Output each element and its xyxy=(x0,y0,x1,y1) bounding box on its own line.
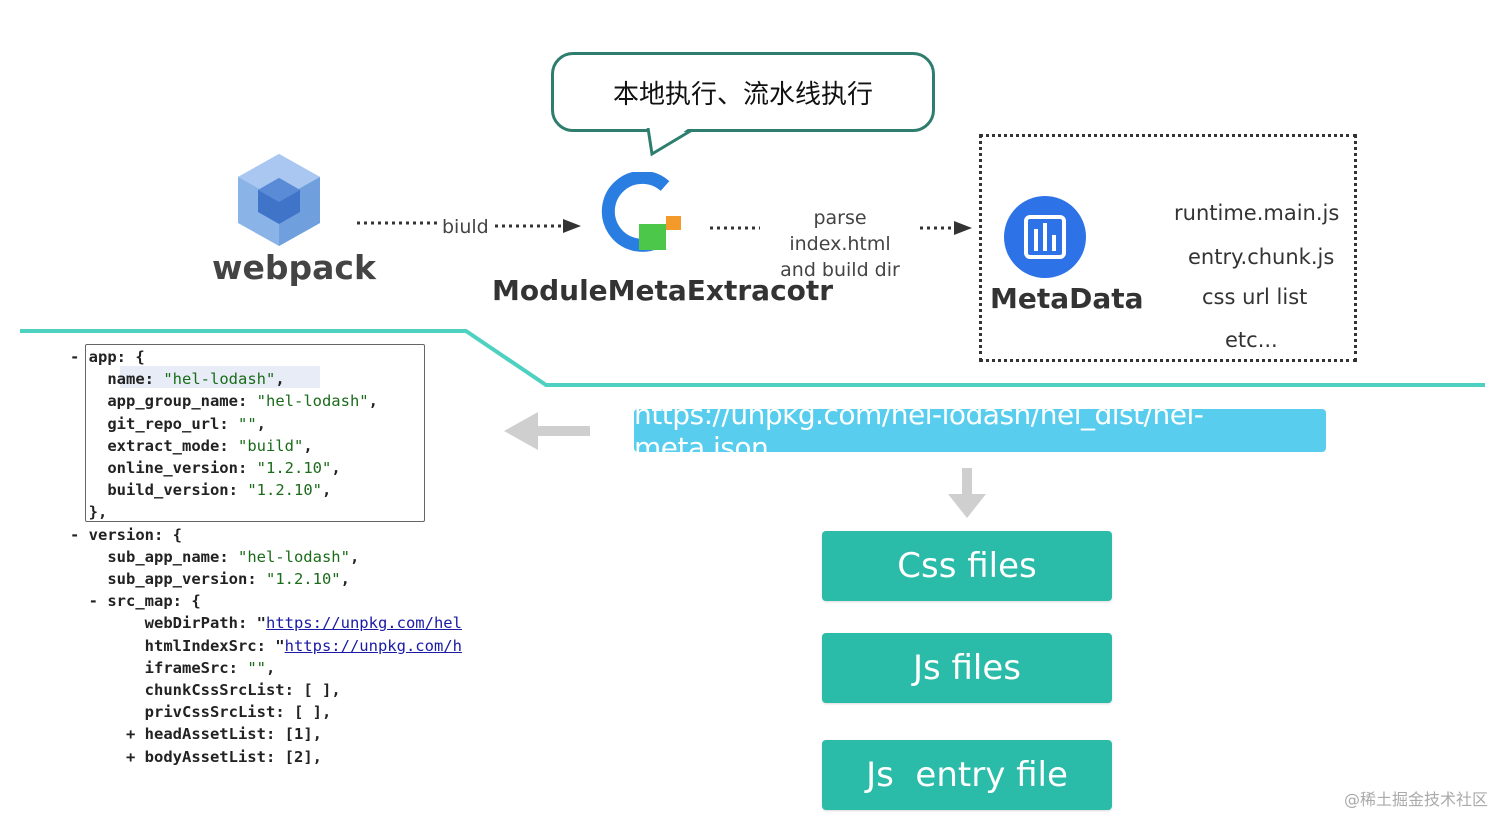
webpack-cube-icon xyxy=(238,154,320,246)
js-entry-file-button[interactable]: Js entry file xyxy=(822,740,1112,810)
code-clip xyxy=(500,600,512,660)
build-arrow xyxy=(357,219,581,233)
htmlindex-link[interactable]: https://unpkg.com/h xyxy=(284,636,462,655)
speech-bubble: 本地执行、流水线执行 xyxy=(551,52,935,132)
js-entry-file-label: Js entry file xyxy=(866,755,1068,795)
extractor-label: ModuleMetaExtracotr xyxy=(492,274,834,307)
webdir-link[interactable]: https://unpkg.com/hel xyxy=(265,614,462,633)
section-divider xyxy=(20,329,1485,387)
metadata-item: css url list xyxy=(1202,285,1308,309)
parse-arrow-label: parse index.html and build dir xyxy=(760,205,920,283)
metadata-item: runtime.main.js xyxy=(1174,201,1340,225)
bubble-text: 本地执行、流水线执行 xyxy=(612,79,873,110)
down-arrow xyxy=(948,468,986,518)
css-files-label: Css files xyxy=(897,546,1037,586)
metadata-item: etc... xyxy=(1225,328,1278,352)
code-highlight xyxy=(120,366,320,388)
webpack-label: webpack xyxy=(212,248,376,287)
meta-json-viewer: - app: { name: "hel-lodash", app_group_n… xyxy=(70,348,462,766)
bar-chart-icon xyxy=(1004,196,1086,278)
meta-url-text: https://unpkg.com/hel-lodash/hel_dist/he… xyxy=(634,397,1204,464)
metadata-box xyxy=(979,134,1357,362)
js-files-button[interactable]: Js files xyxy=(822,633,1112,703)
app-object-box xyxy=(85,344,425,522)
watermark: @稀土掘金技术社区 xyxy=(1343,790,1488,809)
left-arrow xyxy=(504,412,590,450)
meta-url-pill[interactable]: https://unpkg.com/hel-lodash/hel_dist/he… xyxy=(634,398,1326,464)
extractor-logo-icon xyxy=(601,172,681,252)
js-files-label: Js files xyxy=(912,648,1022,688)
parse-arrow xyxy=(710,221,972,235)
bubble-tail xyxy=(646,128,693,157)
parse-label-line1: parse index.html xyxy=(789,207,891,255)
metadata-item: entry.chunk.js xyxy=(1188,245,1335,269)
parse-label-line2: and build dir xyxy=(780,259,900,281)
build-arrow-label: biuld xyxy=(442,216,489,238)
metadata-label: MetaData xyxy=(990,282,1144,315)
css-files-button[interactable]: Css files xyxy=(822,531,1112,601)
